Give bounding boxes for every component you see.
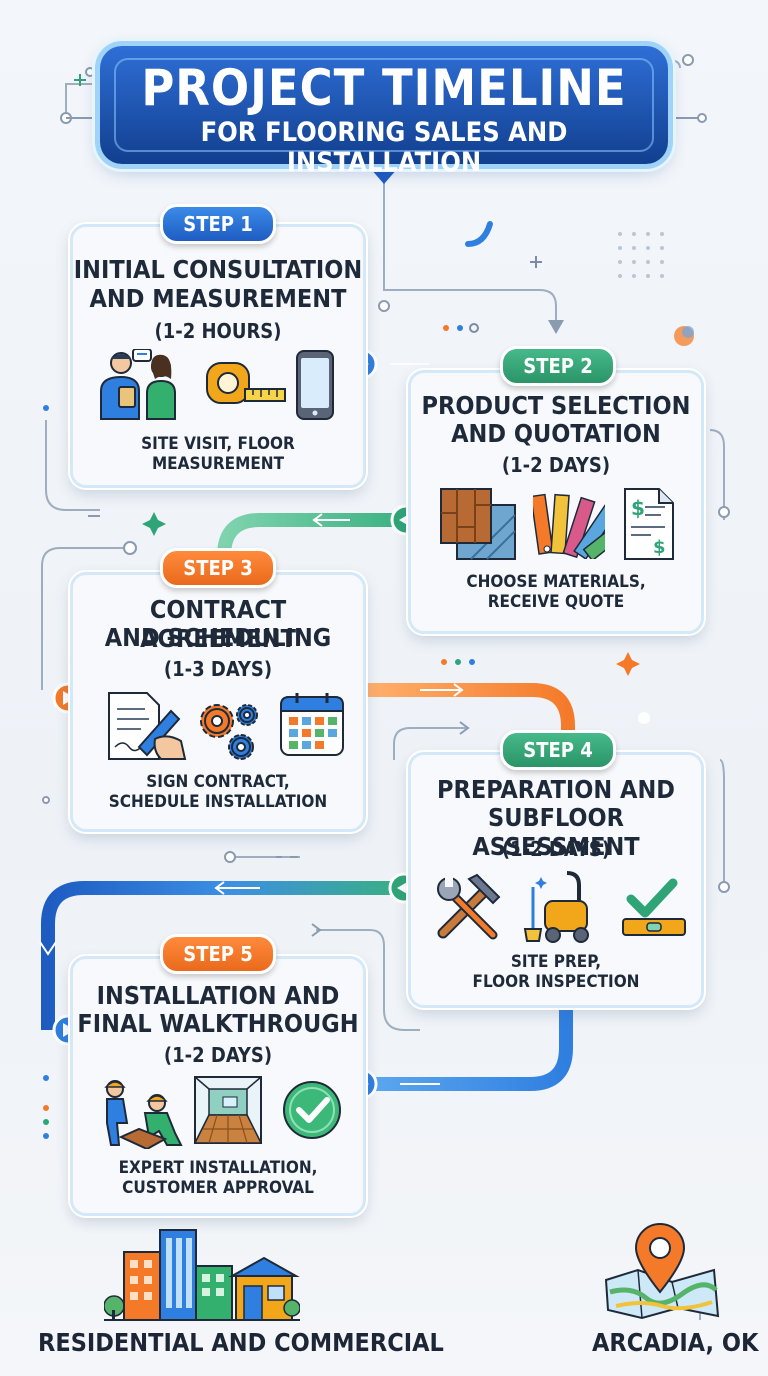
step-duration: (1-2 DAYS): [501, 453, 611, 477]
step-title-line2: AND QUOTATION: [451, 419, 661, 448]
step-desc-line2: CUSTOMER APPROVAL: [122, 1178, 314, 1198]
step-title-line2: AND SCHEDULING: [104, 623, 332, 652]
step-3-card: CONTRACT AGREEMENT AND SCHEDULING (1-3 D…: [70, 572, 366, 832]
svg-text:$: $: [631, 496, 645, 520]
step-duration: (1-2 DAYS): [501, 837, 611, 861]
step-desc-line1: SITE VISIT, FLOOR: [141, 434, 295, 454]
step-title-line2: AND MEASUREMENT: [89, 284, 347, 313]
step-title-line1: PRODUCT SELECTION: [421, 391, 691, 420]
step-desc-line2: SCHEDULE INSTALLATION: [108, 792, 328, 812]
step-desc-line1: EXPERT INSTALLATION,: [118, 1158, 318, 1178]
step-1-card: INITIAL CONSULTATION AND MEASUREMENT (1-…: [70, 224, 366, 488]
smartphone-icon: [296, 350, 334, 420]
service-area-label: RESIDENTIAL AND COMMERCIAL: [38, 1328, 444, 1357]
step-desc-line2: MEASUREMENT: [151, 454, 285, 474]
quote-document-icon: $ $: [624, 488, 674, 560]
color-swatch-fan-icon: [533, 493, 605, 559]
approval-check-icon: [283, 1081, 341, 1139]
step-desc-line1: SITE PREP,: [510, 952, 602, 972]
flooring-samples-icon: [440, 488, 516, 560]
signing-contract-icon: [108, 692, 187, 760]
finished-room-icon: [193, 1076, 263, 1144]
svg-text:$: $: [653, 537, 666, 558]
step-4-badge: STEP 4: [500, 730, 616, 770]
step-5-badge: STEP 5: [160, 934, 276, 974]
floor-scrubber-icon: [523, 871, 589, 943]
level-check-icon: [622, 878, 686, 936]
title-banner: PROJECT TIMELINE FOR FLOORING SALES AND …: [100, 46, 668, 178]
step-4-card: PREPARATION AND SUBFLOOR ASSESSMENT (1-2…: [408, 752, 704, 1008]
step-5-card: INSTALLATION AND FINAL WALKTHROUGH (1-2 …: [70, 956, 366, 1216]
page-subtitle: FOR FLOORING SALES AND INSTALLATION: [200, 117, 568, 178]
step-desc-line1: CHOOSE MATERIALS,: [466, 572, 646, 592]
consultation-people-icon: [100, 349, 176, 420]
step-title-line1: CONTRACT AGREEMENT: [140, 595, 296, 653]
step-duration: (1-3 DAYS): [163, 657, 273, 681]
step-title-line1: PREPARATION AND: [437, 775, 675, 804]
step-title-line1: INSTALLATION AND: [96, 981, 340, 1010]
map-location-pin-icon: [604, 1223, 720, 1320]
page-title: PROJECT TIMELINE: [141, 59, 627, 117]
step-2-card: PRODUCT SELECTION AND QUOTATION (1-2 DAY…: [408, 370, 704, 634]
hammer-wrench-icon: [437, 873, 501, 940]
step-duration: (1-2 HOURS): [154, 319, 282, 343]
step-2-badge: STEP 2: [500, 346, 616, 386]
step-title-line2: SUBFLOOR ASSESSMENT: [472, 803, 640, 861]
step-desc-line2: FLOOR INSPECTION: [472, 972, 640, 992]
installers-icon: [104, 1080, 183, 1149]
step-desc-line2: RECEIVE QUOTE: [487, 592, 625, 612]
city-buildings-icon: [104, 1229, 300, 1321]
step-1-badge: STEP 1: [160, 204, 276, 244]
calendar-icon: [280, 693, 344, 756]
step-desc-line1: SIGN CONTRACT,: [146, 772, 290, 792]
step-title-line2: FINAL WALKTHROUGH: [77, 1009, 359, 1038]
location-label: ARCADIA, OK: [592, 1328, 759, 1357]
gears-icon: [200, 704, 258, 760]
step-3-badge: STEP 3: [160, 548, 276, 588]
tape-measure-icon: [206, 362, 286, 404]
step-title-line1: INITIAL CONSULTATION: [73, 255, 363, 284]
step-duration: (1-2 DAYS): [163, 1043, 273, 1067]
